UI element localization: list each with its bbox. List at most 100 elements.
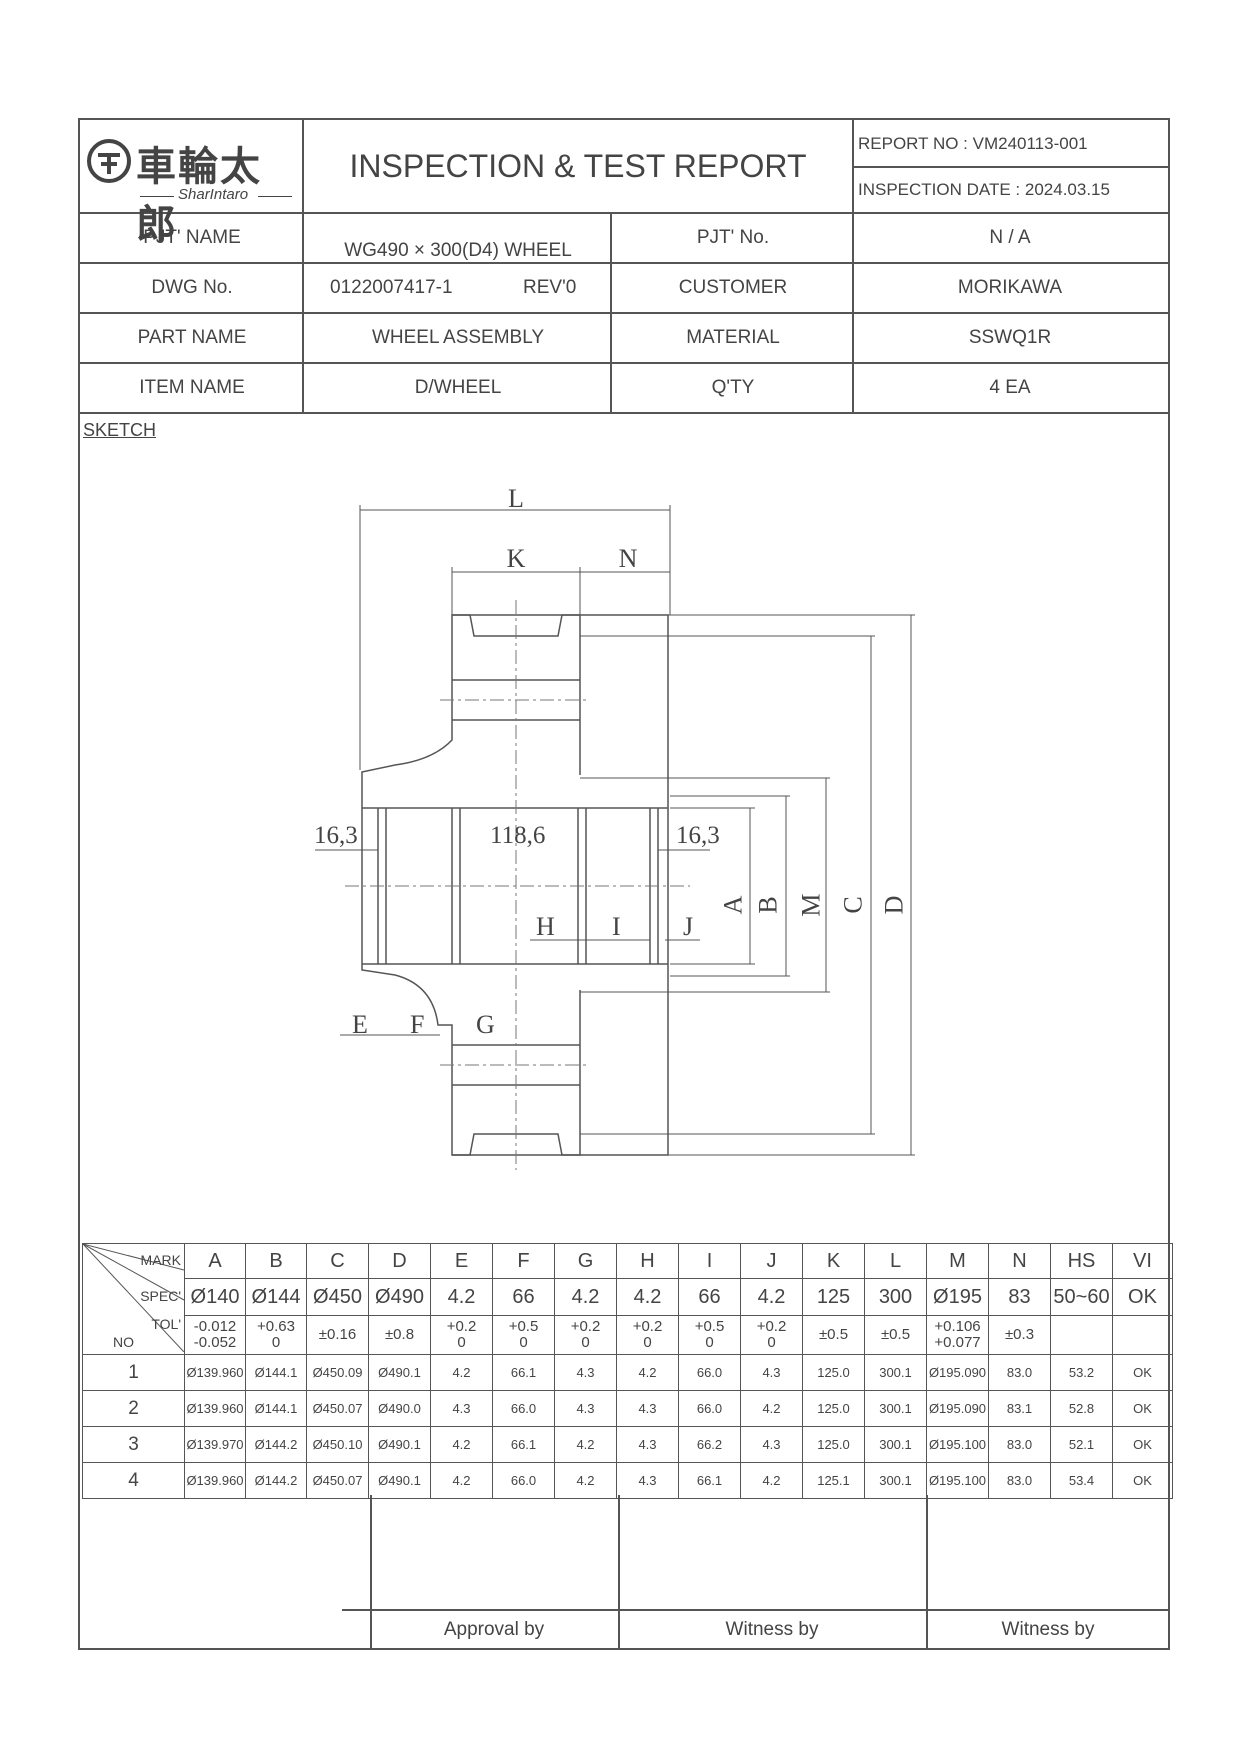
- measured-value: OK: [1112, 1462, 1173, 1499]
- measured-value: Ø195.100: [926, 1462, 989, 1499]
- mark-cell: D: [368, 1243, 431, 1279]
- material-label: MATERIAL: [686, 327, 780, 348]
- measured-value: Ø144.1: [245, 1354, 307, 1391]
- mark-cell: N: [988, 1243, 1051, 1279]
- tolerance-upper: +0.106: [934, 1318, 981, 1335]
- measured-value: 4.2: [554, 1426, 617, 1463]
- mark-cell: K: [802, 1243, 865, 1279]
- tolerance-cell: [1050, 1315, 1113, 1355]
- tolerance-upper: +0.2: [446, 1318, 477, 1335]
- measured-value: Ø144.2: [245, 1426, 307, 1463]
- qty-value: 4 EA: [989, 377, 1031, 398]
- dim-label-I: I: [612, 912, 621, 941]
- part-name-value: WHEEL ASSEMBLY: [371, 327, 545, 348]
- measured-value: 4.3: [616, 1426, 679, 1463]
- info-row-divider-1: [78, 262, 1170, 264]
- tolerance-cell: ±0.5: [864, 1315, 927, 1355]
- item-name-label: ITEM NAME: [139, 377, 245, 398]
- vline-right-col: [852, 118, 854, 412]
- measured-value: 125.0: [802, 1390, 865, 1427]
- tolerance-upper: +0.2: [632, 1318, 663, 1335]
- witness-label-2: Witness by: [1001, 1619, 1095, 1640]
- measured-value: Ø139.970: [184, 1426, 246, 1463]
- spec-cell: 83: [988, 1278, 1051, 1316]
- dim-label-F: F: [410, 1010, 425, 1039]
- sig-vline-2: [618, 1495, 620, 1650]
- mark-cell: L: [864, 1243, 927, 1279]
- spec-cell: Ø490: [368, 1278, 431, 1316]
- measured-value: 4.2: [740, 1462, 803, 1499]
- info-row-divider-3: [78, 362, 1170, 364]
- sig-vline-3: [926, 1495, 928, 1650]
- customer-label: CUSTOMER: [678, 277, 788, 298]
- measured-value: 66.1: [492, 1354, 555, 1391]
- measured-value: 4.3: [740, 1354, 803, 1391]
- measured-value: 125.0: [802, 1426, 865, 1463]
- sig-hline: [342, 1609, 1170, 1611]
- info-row-divider-2: [78, 312, 1170, 314]
- measured-value: 4.2: [430, 1354, 493, 1391]
- measured-value: 4.2: [430, 1426, 493, 1463]
- row-number: 2: [82, 1390, 185, 1427]
- measured-value: Ø139.960: [184, 1462, 246, 1499]
- corner-spec-label: SPEC': [140, 1288, 181, 1304]
- measured-value: Ø195.100: [926, 1426, 989, 1463]
- measured-value: Ø450.07: [306, 1390, 369, 1427]
- tolerance-upper: +0.63: [257, 1318, 295, 1335]
- measured-value: Ø490.0: [368, 1390, 431, 1427]
- tolerance-cell: ±0.5: [802, 1315, 865, 1355]
- tolerance-lower: 0: [519, 1334, 528, 1351]
- measured-value: 4.2: [740, 1390, 803, 1427]
- measured-value: 4.3: [554, 1390, 617, 1427]
- measured-value: 66.0: [492, 1462, 555, 1499]
- dim-label-H: H: [536, 912, 555, 941]
- pjt-no-value: N / A: [989, 227, 1031, 248]
- measured-value: Ø490.1: [368, 1426, 431, 1463]
- logo-underline-right: [258, 196, 292, 197]
- customer-value: MORIKAWA: [957, 277, 1063, 298]
- dim-label-left-width: 16,3: [314, 822, 358, 849]
- measured-value: 52.1: [1050, 1426, 1113, 1463]
- measured-value: Ø139.960: [184, 1354, 246, 1391]
- measured-value: 300.1: [864, 1426, 927, 1463]
- mark-cell: C: [306, 1243, 369, 1279]
- measured-value: 4.2: [616, 1354, 679, 1391]
- vline-label-col: [302, 118, 304, 412]
- tolerance-lower: 0: [271, 1334, 281, 1351]
- mark-cell: E: [430, 1243, 493, 1279]
- tolerance-upper: +0.5: [508, 1318, 539, 1335]
- dim-label-B: B: [753, 896, 783, 914]
- measured-value: 66.0: [678, 1390, 741, 1427]
- tolerance-lower: 0: [581, 1334, 590, 1351]
- tolerance-upper: ±0.8: [384, 1326, 415, 1343]
- tolerance-upper: -0.012: [193, 1318, 237, 1335]
- spec-cell: 66: [492, 1278, 555, 1316]
- tolerance-upper: ±0.5: [818, 1326, 849, 1343]
- spec-cell: Ø144: [245, 1278, 307, 1316]
- measured-value: 53.4: [1050, 1462, 1113, 1499]
- dim-label-right-width: 16,3: [676, 822, 720, 849]
- measured-value: Ø195.090: [926, 1354, 989, 1391]
- measured-value: 66.1: [678, 1462, 741, 1499]
- tolerance-upper: +0.2: [756, 1318, 787, 1335]
- measured-value: 66.2: [678, 1426, 741, 1463]
- logo-emblem-icon: [87, 139, 131, 183]
- measured-value: 4.3: [616, 1390, 679, 1427]
- pjt-no-label: PJT' No.: [696, 227, 770, 248]
- measured-value: 125.0: [802, 1354, 865, 1391]
- sketch-label: SKETCH: [83, 420, 157, 440]
- spec-cell: Ø450: [306, 1278, 369, 1316]
- spec-cell: 4.2: [430, 1278, 493, 1316]
- mark-cell: I: [678, 1243, 741, 1279]
- spec-cell: 300: [864, 1278, 927, 1316]
